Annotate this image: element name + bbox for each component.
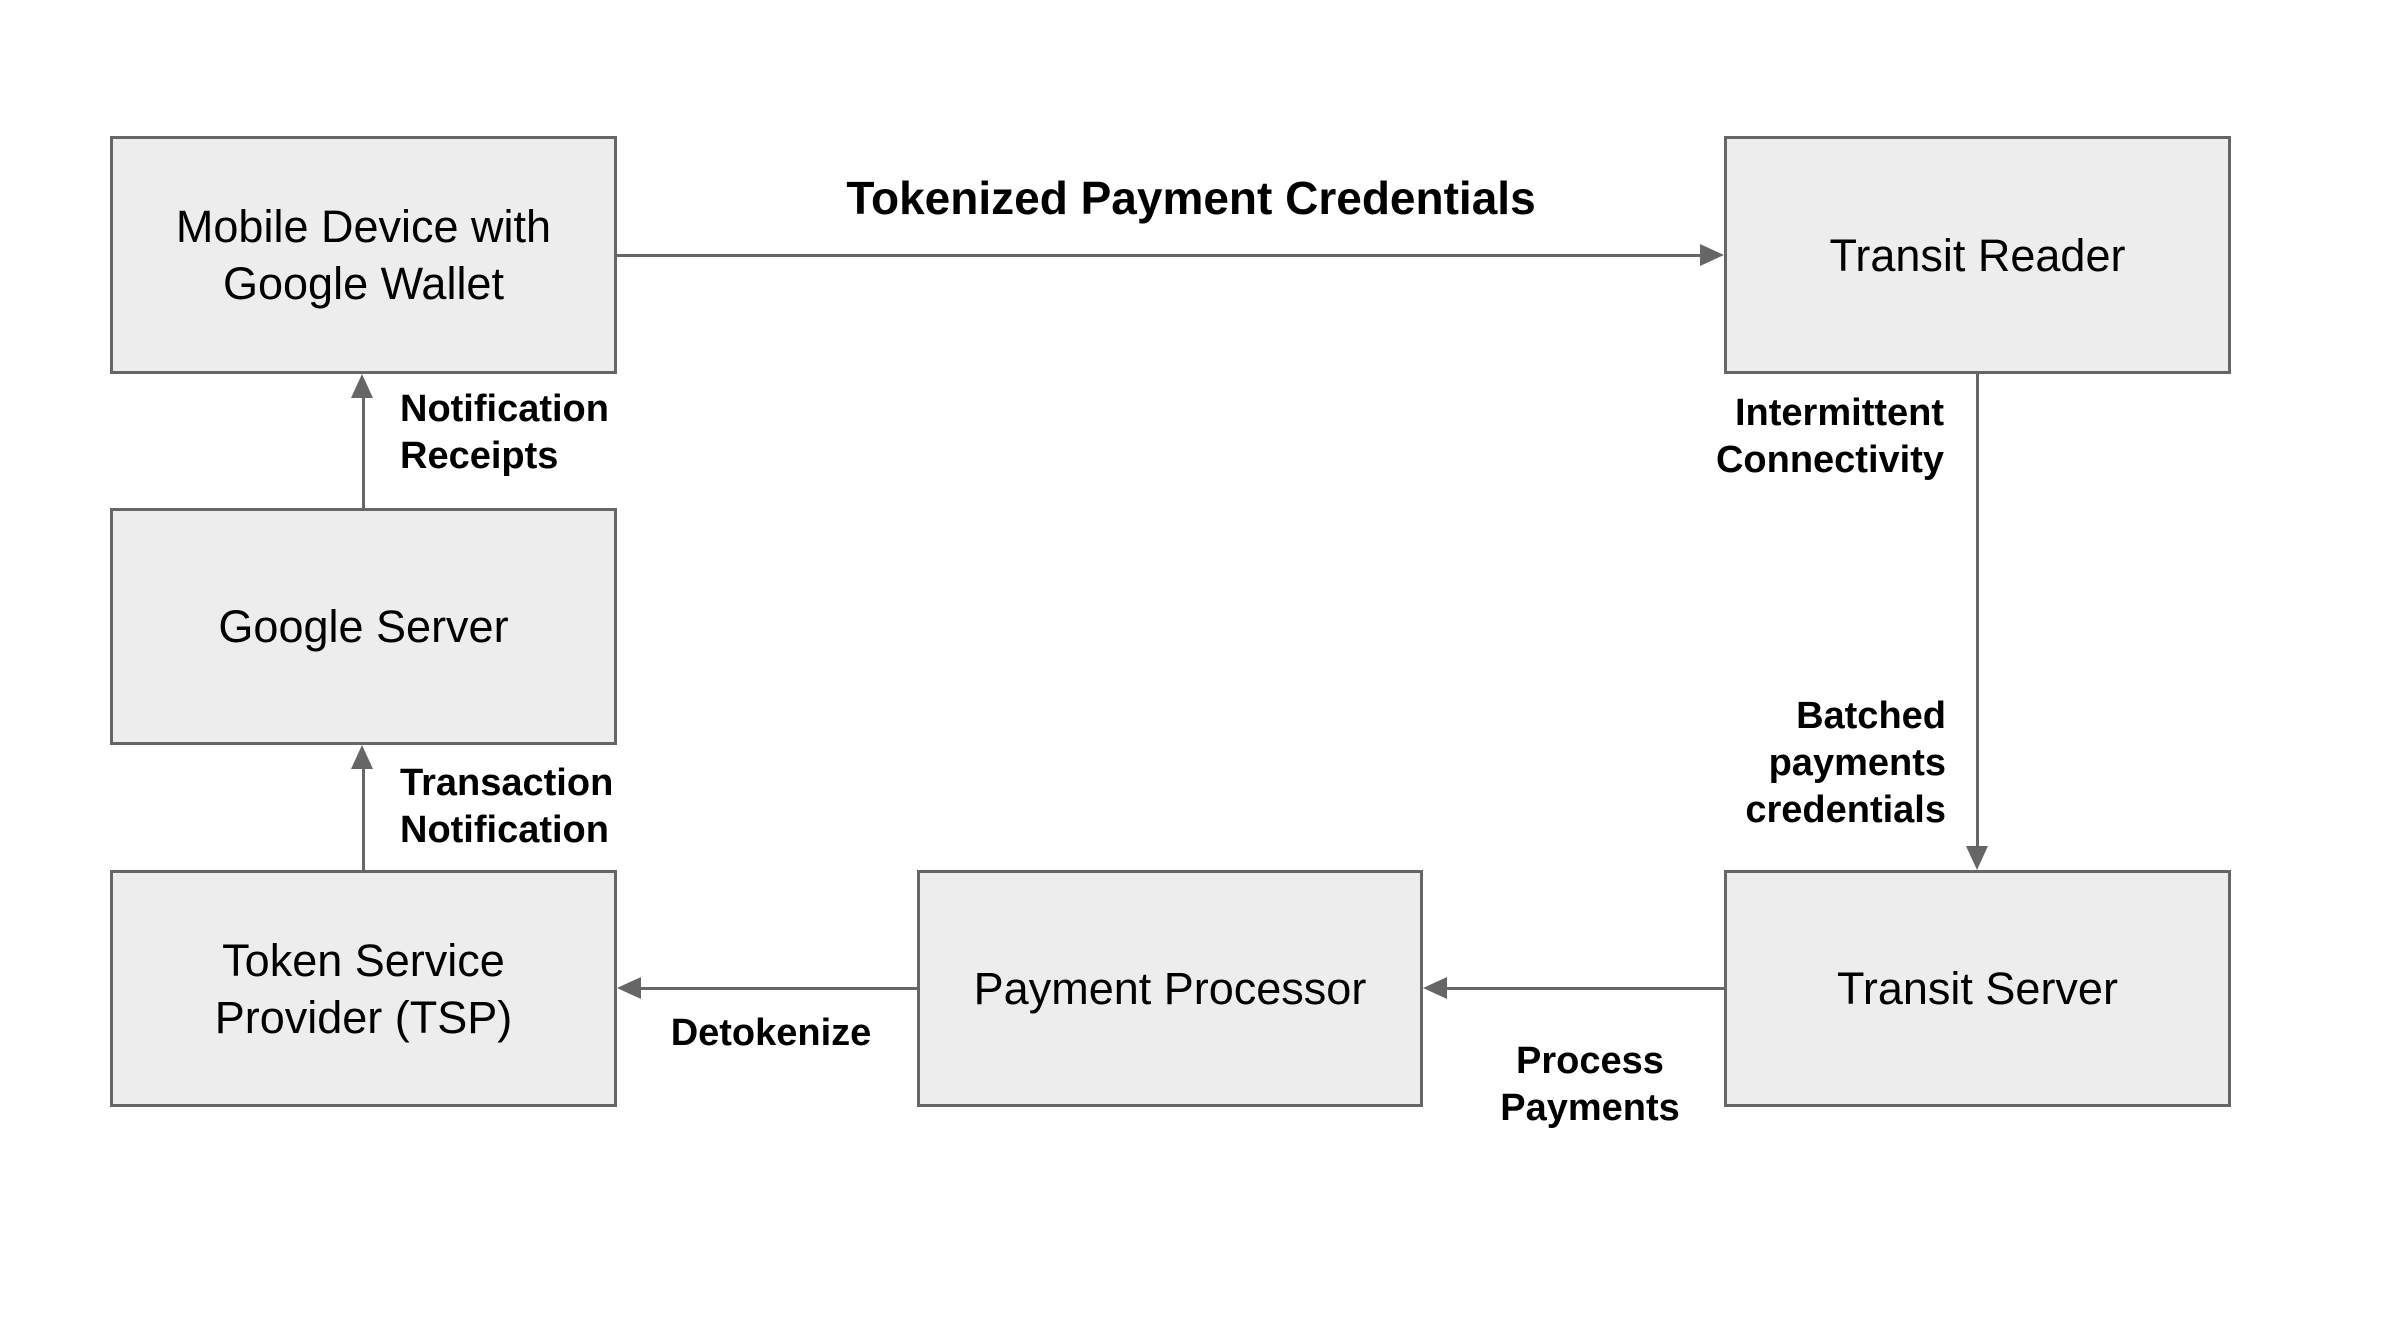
- label-batched-line2: payments: [1768, 742, 1946, 784]
- label-tokenized-line1: Tokenized Payment Credentials: [846, 172, 1536, 224]
- label-notification-receipts-line1: Notification: [400, 388, 609, 430]
- label-detokenize-line1: Detokenize: [670, 1012, 872, 1054]
- label-notification-receipts-line2: Receipts: [400, 435, 559, 477]
- node-tsp-line1: Token Service: [222, 934, 505, 986]
- edge-google-to-mobile-line: [362, 397, 365, 508]
- node-transit-reader-line1: Transit Reader: [1829, 229, 2126, 281]
- label-transaction-notification: Transaction Notification: [400, 760, 613, 854]
- node-mobile-device-line1: Mobile Device with: [175, 201, 552, 252]
- node-transit-reader-label: Transit Reader: [1830, 227, 2126, 284]
- label-process-line1: Process: [1516, 1040, 1664, 1082]
- node-transit-reader: Transit Reader: [1724, 136, 2231, 374]
- node-token-service-provider: Token Service Provider (TSP): [110, 870, 617, 1107]
- arrowhead-left-icon: [617, 977, 641, 999]
- node-mobile-device-label: Mobile Device with Google Wallet: [176, 198, 551, 312]
- node-google-server-line1: Google Server: [218, 601, 509, 652]
- label-batched-line3: credentials: [1745, 789, 1946, 831]
- node-payment-processor-label: Payment Processor: [974, 960, 1367, 1017]
- node-transit-server: Transit Server: [1724, 870, 2231, 1107]
- node-mobile-device-line2: Google Wallet: [223, 258, 504, 309]
- label-intermittent-connectivity: Intermittent Connectivity: [1544, 390, 1944, 484]
- node-token-service-provider-label: Token Service Provider (TSP): [215, 932, 513, 1046]
- node-transit-server-label: Transit Server: [1837, 960, 2118, 1017]
- arrowhead-down-icon: [1966, 846, 1988, 870]
- label-batched-payments-credentials: Batched payments credentials: [1546, 693, 1946, 834]
- arrowhead-left-icon: [1423, 977, 1447, 999]
- arrowhead-up-icon: [351, 745, 373, 769]
- label-intermittent-line1: Intermittent: [1735, 392, 1944, 434]
- label-transaction-line2: Notification: [400, 809, 609, 851]
- node-payment-processor: Payment Processor: [917, 870, 1423, 1107]
- label-tokenized-payment-credentials: Tokenized Payment Credentials: [841, 173, 1541, 223]
- edge-mobile-to-reader-line: [617, 254, 1702, 257]
- node-google-server: Google Server: [110, 508, 617, 745]
- arrowhead-up-icon: [351, 374, 373, 398]
- node-mobile-device: Mobile Device with Google Wallet: [110, 136, 617, 374]
- label-detokenize: Detokenize: [621, 1010, 921, 1057]
- label-intermittent-line2: Connectivity: [1715, 439, 1944, 481]
- label-transaction-line1: Transaction: [400, 762, 614, 804]
- node-payment-processor-line1: Payment Processor: [973, 963, 1367, 1014]
- node-google-server-label: Google Server: [218, 598, 508, 655]
- label-process-line2: Payments: [1500, 1087, 1680, 1129]
- edge-transit-server-to-processor-line: [1447, 987, 1724, 990]
- edge-processor-to-tsp-line: [641, 987, 917, 990]
- label-process-payments: Process Payments: [1440, 1038, 1740, 1132]
- arrowhead-right-icon: [1700, 244, 1724, 266]
- node-transit-server-line1: Transit Server: [1837, 963, 2118, 1014]
- node-tsp-line2: Provider (TSP): [214, 991, 513, 1043]
- edge-tsp-to-google-line: [362, 768, 365, 870]
- label-notification-receipts: Notification Receipts: [400, 386, 609, 480]
- edge-reader-to-transit-server-line: [1976, 374, 1979, 848]
- label-batched-line1: Batched: [1796, 695, 1946, 737]
